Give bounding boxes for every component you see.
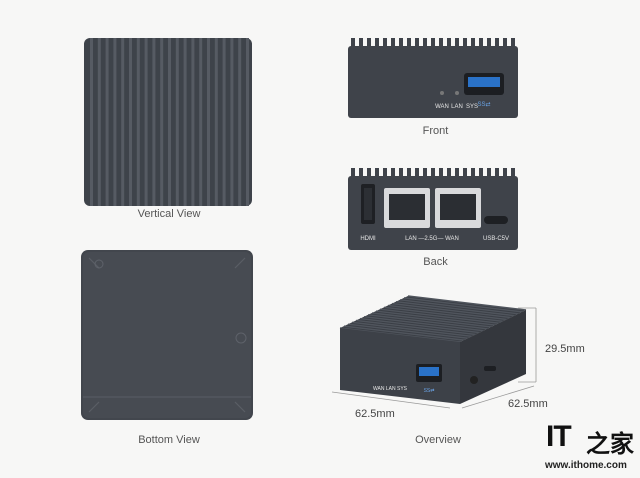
front-led-wan-label: WAN — [435, 104, 449, 110]
back-view-photo: HDMI LAN —2.5G— WAN USB-C5V — [348, 168, 518, 250]
overview-photo: WAN LAN SYS SS⇄ — [338, 292, 528, 410]
overview-led-labels: WAN LAN SYS — [373, 386, 408, 392]
overview-caption: Overview — [415, 434, 461, 446]
ithome-logo-chars: 之家 — [586, 431, 634, 458]
front-led-lan-label: LAN — [451, 104, 463, 110]
ithome-logo: IT 之家 — [546, 420, 636, 458]
overview-usb-logo: SS⇄ — [424, 388, 435, 394]
back-view-caption: Back — [423, 256, 448, 268]
dimension-lines — [331, 307, 537, 409]
ithome-url: www.ithome.com — [545, 460, 627, 471]
vertical-view-photo — [84, 38, 252, 206]
bottom-view-photo — [81, 250, 253, 420]
dimension-width: 62.5mm — [355, 408, 395, 420]
ithome-logo-letters: IT — [546, 420, 572, 453]
heatsink-fins-top — [84, 38, 252, 206]
front-view-caption: Front — [422, 125, 449, 137]
front-view-photo: WAN LAN SYS SS⇄ — [348, 38, 518, 118]
back-lan-wan-label: LAN —2.5G— WAN — [405, 236, 459, 242]
dimension-height: 29.5mm — [545, 343, 585, 355]
back-hdmi-label: HDMI — [360, 236, 376, 242]
vertical-view-caption: Vertical View — [137, 208, 201, 220]
dimension-depth: 62.5mm — [508, 398, 548, 410]
front-led-sys-label: SYS — [466, 104, 478, 110]
back-usbc-label: USB-C5V — [483, 236, 509, 242]
bottom-view-caption: Bottom View — [138, 434, 200, 446]
front-usb-logo: SS⇄ — [477, 101, 490, 108]
